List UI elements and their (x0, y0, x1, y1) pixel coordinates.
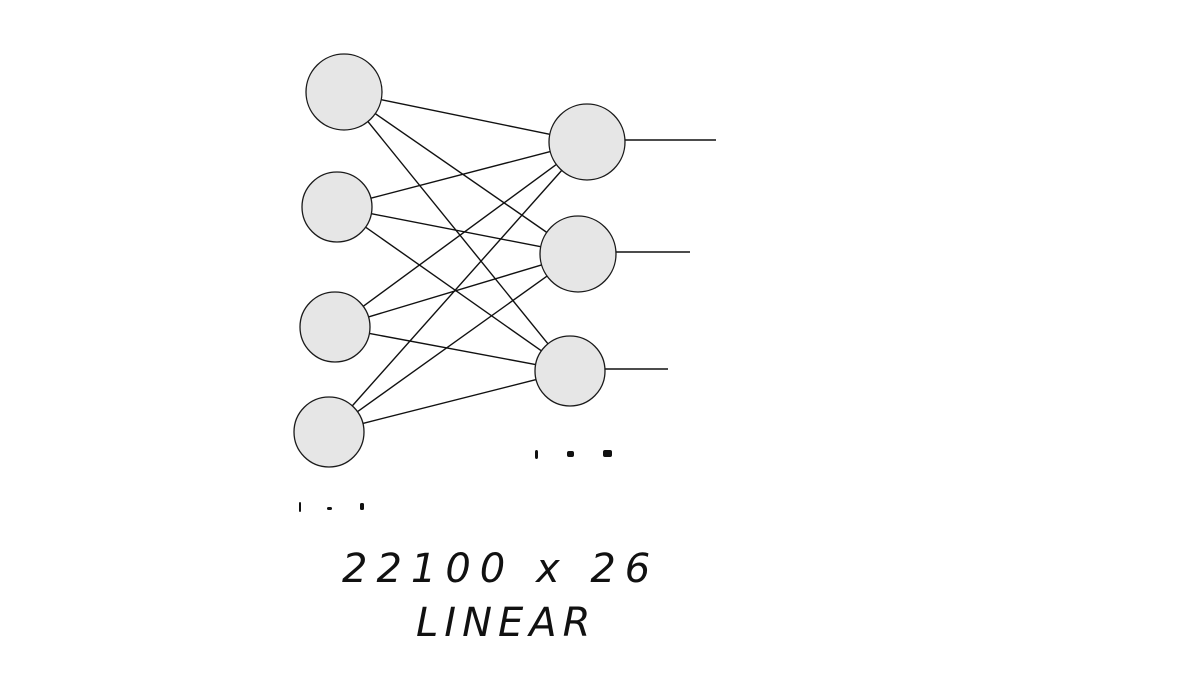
edge-1-2 (374, 113, 548, 233)
connection-edges (351, 98, 563, 425)
dimensions-label: 22100 x 26 (342, 546, 659, 592)
input-ellipsis-dot-1 (299, 502, 301, 512)
edge-2-1 (370, 150, 551, 199)
input-ellipsis-dot-2 (327, 507, 332, 510)
input-3-node (299, 291, 371, 363)
output-ellipsis-dot-3 (603, 450, 612, 457)
layer-type-label: LINEAR (416, 600, 596, 646)
edge-3-1 (362, 163, 557, 307)
input-4-node (293, 396, 365, 468)
output-ellipsis-dot-1 (535, 450, 538, 459)
edge-4-2 (357, 275, 548, 413)
edge-2-2 (371, 213, 541, 248)
output-lines (605, 139, 716, 370)
edge-4-1 (351, 169, 563, 407)
edge-1-1 (381, 98, 550, 136)
neuron-nodes (293, 53, 626, 468)
output-2-node (539, 215, 617, 293)
input-ellipsis-dot-3 (360, 503, 364, 510)
input-2-node (301, 171, 373, 243)
edge-3-3 (369, 332, 536, 366)
edge-4-3 (362, 378, 537, 425)
input-1-node (305, 53, 383, 131)
edge-2-3 (365, 226, 542, 352)
ellipsis-marks (299, 450, 612, 512)
output-3-node (534, 335, 606, 407)
edge-1-3 (367, 121, 549, 345)
output-ellipsis-dot-2 (567, 451, 574, 457)
output-1-node (548, 103, 626, 181)
